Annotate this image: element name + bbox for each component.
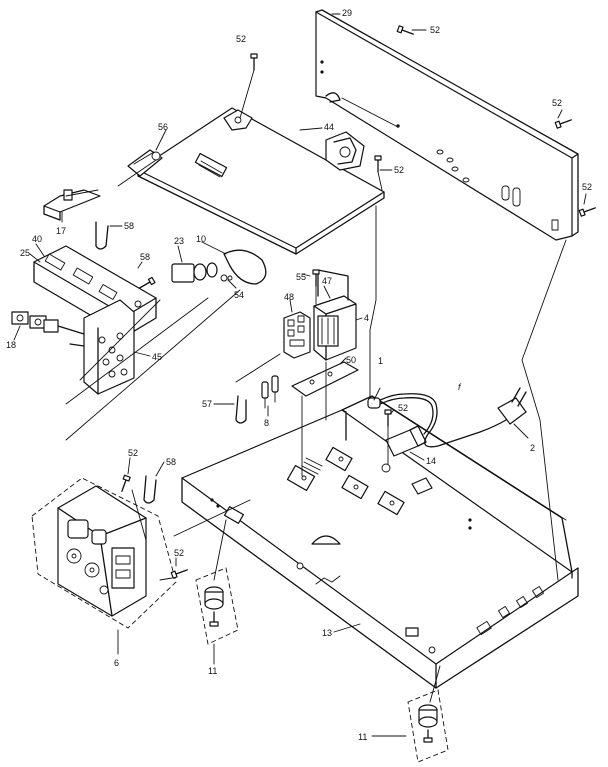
label-55: 55 [296,272,306,282]
wire-clip-58-top [95,221,109,250]
label-2: 2 [530,443,535,453]
label-58-mid: 58 [140,252,150,262]
label-58-bottom: 58 [166,457,176,467]
label-29: 29 [342,8,352,18]
label-45: 45 [152,352,162,362]
label-52-panel-mid: 52 [552,98,562,108]
label-25: 25 [20,248,30,258]
drive-belt [223,249,267,285]
wire-clip-57 [235,395,247,424]
label-18: 18 [6,340,16,350]
label-14: 14 [426,456,436,466]
label-44: 44 [324,122,334,132]
label-57: 57 [202,399,212,409]
bracket-17 [43,189,101,221]
label-17: 17 [56,226,66,236]
label-58-top: 58 [124,221,134,231]
label-11-left: 11 [208,666,217,676]
label-52-top: 52 [236,34,246,44]
label-40: 40 [32,234,42,244]
label-52-chassis: 52 [398,403,408,413]
cassette-mechanism [31,477,177,629]
label-10: 10 [196,234,206,244]
label-11-right: 11 [358,732,367,742]
label-47: 47 [322,276,332,286]
label-4: 4 [364,313,369,323]
label-f: f [458,382,462,392]
power-pcb [283,311,311,359]
part-labels: 52 29 52 52 56 44 52 52 17 58 40 25 58 2… [6,8,592,742]
fuse-clips [261,375,279,409]
label-1: 1 [378,356,383,366]
label-52-panel-top: 52 [430,25,440,35]
transformer [313,269,357,361]
label-6: 6 [114,658,119,668]
label-8: 8 [264,418,269,428]
motor-pulley [171,262,218,283]
callout-leaders [13,13,587,737]
label-56: 56 [158,122,168,132]
label-50: 50 [346,355,356,365]
bottom-chassis [181,395,579,689]
front-pcb-assembly [11,245,157,395]
label-54: 54 [234,290,244,300]
rear-panel [315,9,579,241]
label-48: 48 [284,292,294,302]
foot-right [407,689,449,763]
label-23: 23 [174,236,184,246]
label-52-plate: 52 [394,165,404,175]
screws [121,25,596,579]
label-52-cassette-side: 52 [174,548,184,558]
power-cord [367,387,527,448]
top-plate [127,107,385,255]
assembly-lines [65,69,567,703]
bracket-plate [291,361,359,397]
wire-clip-58-bottom [143,475,157,504]
foot-left [195,567,239,645]
label-52-panel-right: 52 [582,182,592,192]
label-52-cassette: 52 [128,448,138,458]
label-13: 13 [322,628,332,638]
